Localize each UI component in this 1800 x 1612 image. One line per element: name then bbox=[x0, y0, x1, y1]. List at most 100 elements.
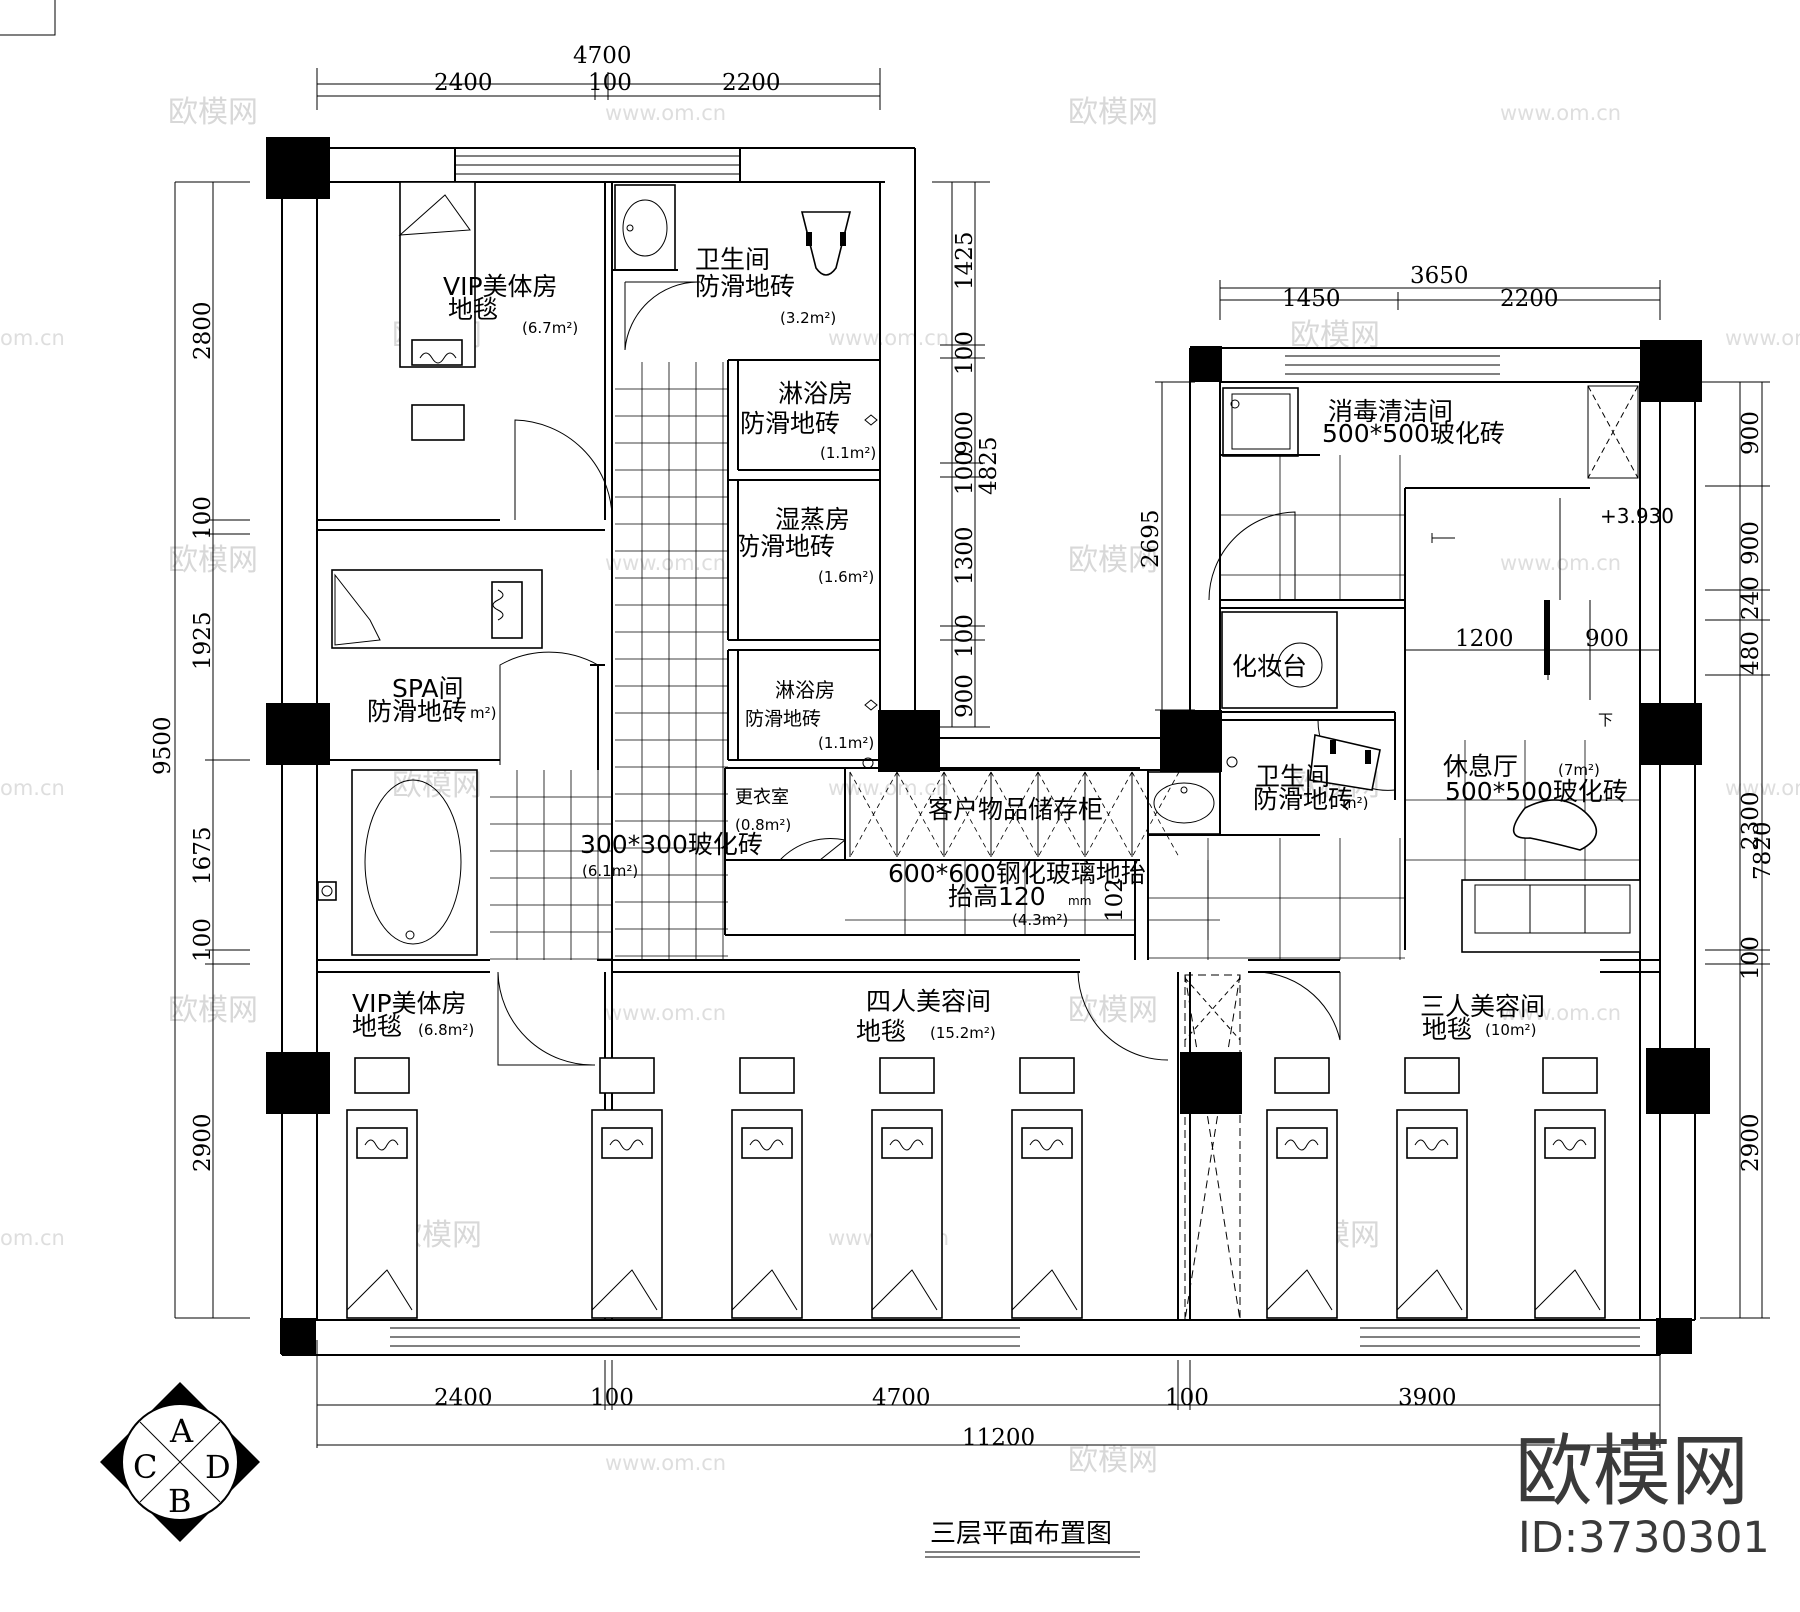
site-logo: 欧模网 bbox=[1515, 1427, 1749, 1517]
stool bbox=[599, 1057, 655, 1094]
door-swing bbox=[1208, 511, 1296, 601]
watermark: 欧模网 bbox=[168, 95, 258, 130]
dimension-lines bbox=[174, 68, 1770, 1448]
dim-right-top: 2200 bbox=[1500, 286, 1559, 312]
glass-floor-dim: 102 bbox=[1102, 878, 1128, 922]
compass-c: C bbox=[133, 1448, 157, 1486]
room-labels: VIP美体房 地毯 (6.7m²) 卫生间 防滑地砖 (3.2m²) 淋浴房 防… bbox=[352, 245, 1674, 1046]
room-name-shower2: 淋浴房 bbox=[775, 678, 835, 702]
room-floor-spa: 防滑地砖 bbox=[367, 697, 467, 726]
tile-hatching bbox=[490, 362, 1640, 960]
service-sink bbox=[1222, 387, 1299, 457]
door-swing bbox=[1249, 971, 1341, 1041]
dim-mid: 1425 bbox=[952, 231, 978, 290]
dim-top-total: 4700 bbox=[573, 43, 632, 69]
room-name-toilet2: 卫生间 bbox=[1255, 762, 1330, 791]
room-area-toilet1: (3.2m²) bbox=[780, 309, 836, 327]
dim-stair: 900 bbox=[1585, 626, 1629, 652]
dim-top: 100 bbox=[588, 70, 632, 96]
dim-left: 100 bbox=[190, 496, 216, 540]
dim-top: 2400 bbox=[434, 70, 493, 96]
room-area-lounge: (7m²) bbox=[1558, 761, 1600, 779]
room-floor-toilet1: 防滑地砖 bbox=[695, 272, 795, 301]
structural-column bbox=[266, 137, 330, 199]
structural-column bbox=[1640, 703, 1702, 765]
massage-bed bbox=[1266, 1109, 1338, 1319]
dim-stair: 1200 bbox=[1455, 626, 1514, 652]
room-area-spa: m²) bbox=[470, 704, 496, 722]
locker-cabinets bbox=[849, 771, 1180, 858]
stool bbox=[354, 1057, 410, 1094]
stair-level: +3.930 bbox=[1600, 504, 1674, 528]
dim-right-top: 1450 bbox=[1282, 286, 1341, 312]
room-name-lounge: 休息厅 bbox=[1443, 752, 1518, 781]
compass-a: A bbox=[169, 1412, 194, 1450]
structural-column bbox=[878, 710, 940, 772]
dim-mid: 1300 bbox=[952, 526, 978, 585]
dim-mid: 900 bbox=[952, 411, 978, 455]
stool bbox=[739, 1057, 795, 1094]
room-floor-disinfect: 500*500玻化砖 bbox=[1322, 419, 1505, 448]
staircase bbox=[1431, 498, 1591, 700]
watermark: www.om.cn bbox=[605, 551, 726, 575]
wash-basin bbox=[614, 184, 676, 271]
room-area-three: (10m²) bbox=[1485, 1021, 1536, 1039]
room-name-vip1: VIP美体房 bbox=[443, 272, 558, 301]
room-floor-lounge: 500*500玻化砖 bbox=[1445, 777, 1628, 806]
room-name-toilet1: 卫生间 bbox=[695, 245, 770, 274]
dim-left: 1675 bbox=[190, 826, 216, 885]
massage-bed bbox=[346, 1109, 418, 1319]
compass-b: B bbox=[168, 1482, 192, 1520]
massage-bed bbox=[871, 1109, 943, 1319]
watermark: om.cn bbox=[0, 1226, 65, 1250]
dim-bottom: 100 bbox=[1165, 1385, 1209, 1411]
sheet-corner bbox=[0, 0, 56, 36]
glass-floor-area: (4.3m²) bbox=[1012, 911, 1068, 929]
squat-toilet bbox=[1309, 734, 1381, 791]
massage-bed bbox=[1011, 1109, 1083, 1319]
dim-mid-total: 4825 bbox=[976, 436, 1002, 495]
dim-top: 2200 bbox=[722, 70, 781, 96]
dim-bottom: 4700 bbox=[872, 1385, 931, 1411]
dim-right: 100 bbox=[1738, 936, 1764, 980]
massage-bed bbox=[591, 1109, 663, 1319]
stool bbox=[1274, 1057, 1330, 1094]
corridor-floor: 300*300玻化砖 bbox=[580, 830, 763, 859]
watermark: om.cn bbox=[0, 326, 65, 350]
dim-mid: 100 bbox=[952, 451, 978, 495]
dim-mid: 100 bbox=[952, 614, 978, 658]
structural-column bbox=[266, 703, 330, 765]
room-name-shower1: 淋浴房 bbox=[778, 379, 853, 408]
dim-bottom-total: 11200 bbox=[962, 1425, 1035, 1451]
dim-right: 900 bbox=[1738, 411, 1764, 455]
room-floor-three: 地毯 bbox=[1422, 1015, 1472, 1044]
room-floor-steam: 防滑地砖 bbox=[735, 532, 835, 561]
stool bbox=[1542, 1057, 1598, 1094]
room-floor-four: 地毯 bbox=[856, 1017, 906, 1046]
dim-left: 2900 bbox=[190, 1113, 216, 1172]
room-area-shower1: (1.1m²) bbox=[820, 444, 876, 462]
dim-right-top-total: 3650 bbox=[1410, 263, 1469, 289]
makeup-table bbox=[1221, 611, 1338, 709]
massage-beds bbox=[346, 1057, 1606, 1319]
dim-bottom: 2400 bbox=[434, 1385, 493, 1411]
dim-left-total: 9500 bbox=[150, 716, 176, 775]
dim-2695: 2695 bbox=[1138, 509, 1164, 568]
structural-column bbox=[1640, 340, 1702, 402]
dim-mid: 900 bbox=[952, 674, 978, 718]
dim-bottom: 3900 bbox=[1398, 1385, 1457, 1411]
watermark: www.om.cn bbox=[1500, 551, 1621, 575]
watermark: www.om.cn bbox=[1725, 326, 1800, 350]
dim-left: 1925 bbox=[190, 611, 216, 670]
room-name-four: 四人美容间 bbox=[866, 987, 991, 1016]
room-floor-vip1: 地毯 bbox=[448, 295, 498, 324]
dim-bottom: 100 bbox=[590, 1385, 634, 1411]
compass-d: D bbox=[205, 1448, 231, 1486]
room-area-changing: (0.8m²) bbox=[735, 816, 791, 834]
watermark: www.om.cn bbox=[605, 101, 726, 125]
glass-floor-unit: mm bbox=[1068, 894, 1091, 908]
massage-bed bbox=[399, 181, 476, 368]
door-swing bbox=[1077, 971, 1169, 1061]
dim-right: 900 bbox=[1738, 521, 1764, 565]
room-area-toilet2: m²) bbox=[1342, 794, 1368, 812]
